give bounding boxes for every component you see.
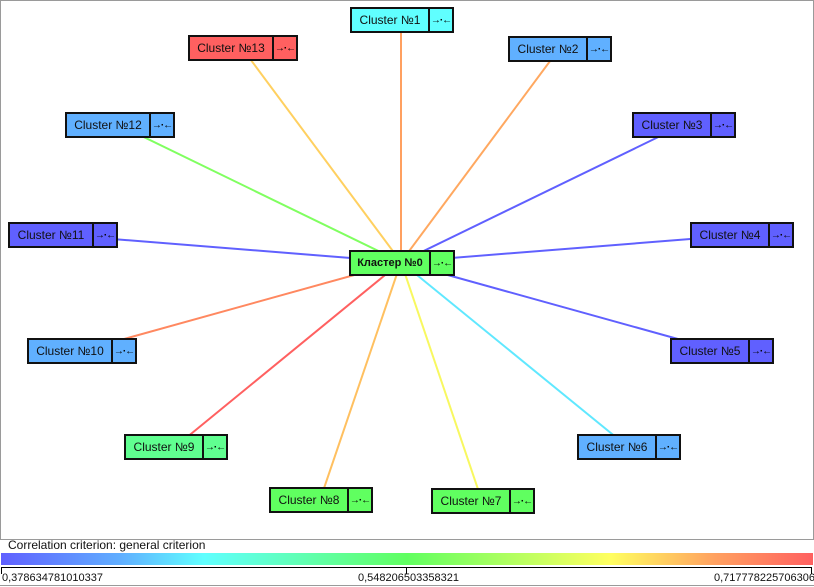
legend-tick-min [1, 568, 2, 574]
collapse-expand-arrows-icon[interactable]: →·← [428, 9, 452, 31]
edge-cluster-8 [319, 261, 402, 501]
collapse-expand-arrows-icon[interactable]: →·← [149, 114, 173, 136]
cluster-node-12[interactable]: Cluster №12 →·← [65, 112, 175, 138]
edge-cluster-3 [400, 124, 684, 263]
cluster-node-12-label: Cluster №12 [74, 118, 142, 132]
cluster-node-2[interactable]: Cluster №2 →·← [508, 36, 612, 62]
collapse-expand-arrows-icon[interactable]: →·← [92, 224, 116, 246]
legend-mid-label: 0,548206503358321 [358, 572, 459, 584]
edge-cluster-6 [400, 261, 629, 448]
cluster-graph: Cluster №1→·←Cluster №2→·←Cluster №3→·←C… [0, 0, 814, 540]
edge-cluster-4 [400, 234, 742, 263]
cluster-node-0[interactable]: Кластер №0 →·← [349, 250, 455, 276]
cluster-node-2-label: Cluster №2 [517, 42, 579, 56]
edge-cluster-12 [118, 124, 402, 263]
legend-min-label: 0,378634781010337 [2, 572, 103, 584]
cluster-node-10[interactable]: Cluster №10 →·← [27, 338, 137, 364]
collapse-expand-arrows-icon[interactable]: →·← [655, 436, 679, 458]
divider [0, 585, 814, 586]
cluster-node-7-label: Cluster №7 [440, 494, 502, 508]
cluster-node-3-label: Cluster №3 [641, 118, 703, 132]
cluster-node-5-label: Cluster №5 [679, 344, 741, 358]
legend-axis [1, 567, 812, 574]
legend-title: Correlation criterion: general criterion [8, 538, 206, 552]
collapse-expand-arrows-icon[interactable]: →·← [347, 489, 371, 511]
edge-cluster-7 [400, 261, 483, 502]
edge-cluster-13 [241, 47, 402, 263]
edges-layer [61, 20, 742, 502]
cluster-node-13-label: Cluster №13 [197, 41, 265, 55]
collapse-expand-arrows-icon[interactable]: →·← [768, 224, 792, 246]
cluster-node-9[interactable]: Cluster №9 →·← [124, 434, 228, 460]
collapse-expand-arrows-icon[interactable]: →·← [111, 340, 135, 362]
edge-cluster-9 [174, 261, 402, 448]
cluster-node-11-label: Cluster №11 [17, 228, 85, 242]
legend-tick-max [811, 568, 812, 574]
cluster-node-1[interactable]: Cluster №1 →·← [350, 7, 454, 33]
legend-max-label: 0,717778225706306 [714, 572, 814, 584]
legend-color-scale [1, 553, 813, 565]
cluster-node-4-label: Cluster №4 [699, 228, 761, 242]
collapse-expand-arrows-icon[interactable]: →·← [429, 252, 453, 274]
cluster-node-11[interactable]: Cluster №11 →·← [8, 222, 118, 248]
legend-tick-mid [406, 568, 407, 574]
cluster-node-7[interactable]: Cluster №7 →·← [431, 488, 535, 514]
cluster-node-0-label: Кластер №0 [357, 257, 423, 269]
cluster-node-6-label: Cluster №6 [586, 440, 648, 454]
cluster-node-6[interactable]: Cluster №6 →·← [577, 434, 681, 460]
collapse-expand-arrows-icon[interactable]: →·← [710, 114, 734, 136]
cluster-node-10-label: Cluster №10 [36, 344, 104, 358]
edge-cluster-11 [61, 234, 402, 263]
collapse-expand-arrows-icon[interactable]: →·← [509, 490, 533, 512]
edge-cluster-2 [400, 48, 560, 263]
collapse-expand-arrows-icon[interactable]: →·← [272, 37, 296, 59]
cluster-node-5[interactable]: Cluster №5 →·← [670, 338, 774, 364]
cluster-node-3[interactable]: Cluster №3 →·← [632, 112, 736, 138]
collapse-expand-arrows-icon[interactable]: →·← [202, 436, 226, 458]
cluster-node-8[interactable]: Cluster №8 →·← [269, 487, 373, 513]
cluster-node-9-label: Cluster №9 [133, 440, 195, 454]
cluster-node-1-label: Cluster №1 [359, 13, 421, 27]
edge-cluster-5 [400, 261, 722, 352]
collapse-expand-arrows-icon[interactable]: →·← [586, 38, 610, 60]
cluster-node-4[interactable]: Cluster №4 →·← [690, 222, 794, 248]
cluster-node-13[interactable]: Cluster №13 →·← [188, 35, 298, 61]
collapse-expand-arrows-icon[interactable]: →·← [748, 340, 772, 362]
edge-cluster-10 [80, 261, 402, 352]
cluster-node-8-label: Cluster №8 [278, 493, 340, 507]
